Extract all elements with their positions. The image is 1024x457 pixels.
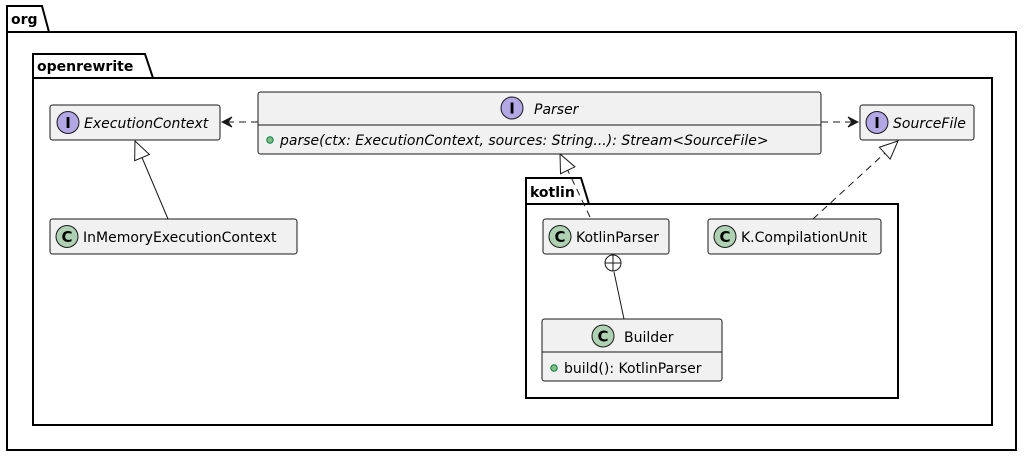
class-name: Builder bbox=[624, 330, 674, 346]
package-kotlin: kotlin bbox=[525, 177, 899, 399]
class-letter: C bbox=[719, 228, 730, 246]
class-member: build(): KotlinParser bbox=[564, 361, 702, 377]
class-name: K.CompilationUnit bbox=[741, 230, 868, 246]
interface-letter: I bbox=[65, 114, 71, 132]
package-openrewrite: openrewrite bbox=[32, 53, 993, 426]
class-name: Parser bbox=[534, 102, 580, 118]
class-member: parse(ctx: ExecutionContext, sources: St… bbox=[279, 133, 769, 149]
interface-icon bbox=[865, 111, 889, 134]
class-inmemoryexecutioncontext[interactable]: C InMemoryExecutionContext bbox=[49, 218, 298, 255]
edge-compilationunit-realizes-sourcefile bbox=[812, 141, 898, 220]
interface-letter: I bbox=[874, 114, 880, 132]
interface-letter: I bbox=[509, 100, 515, 118]
class-icon bbox=[55, 225, 79, 248]
class-icon bbox=[591, 324, 615, 348]
package-org: org bbox=[6, 5, 1017, 451]
class-sourcefile[interactable]: I SourceFile bbox=[859, 104, 975, 141]
public-method-icon bbox=[550, 364, 558, 372]
class-letter: C bbox=[61, 228, 72, 246]
interface-icon bbox=[56, 111, 80, 134]
interface-icon bbox=[500, 96, 524, 120]
edge-builder-nested-in-kotlinparser bbox=[604, 254, 625, 320]
class-name: ExecutionContext bbox=[84, 116, 209, 132]
class-name: InMemoryExecutionContext bbox=[83, 230, 277, 246]
class-name: KotlinParser bbox=[576, 230, 659, 246]
class-builder[interactable]: C Builder build(): KotlinParser bbox=[541, 318, 723, 382]
package-kotlin-label: kotlin bbox=[530, 185, 575, 201]
class-executioncontext[interactable]: I ExecutionContext bbox=[49, 104, 221, 141]
package-openrewrite-label: openrewrite bbox=[37, 59, 133, 75]
edge-inmemory-realizes-executioncontext bbox=[135, 141, 169, 220]
class-kotlinparser[interactable]: C KotlinParser bbox=[542, 218, 670, 255]
class-parser[interactable]: I Parser parse(ctx: ExecutionContext, so… bbox=[257, 91, 822, 155]
class-letter: C bbox=[554, 228, 565, 246]
class-icon bbox=[548, 225, 572, 248]
package-org-label: org bbox=[11, 12, 38, 28]
public-method-icon bbox=[266, 136, 274, 144]
class-letter: C bbox=[597, 328, 608, 346]
class-icon bbox=[713, 225, 737, 248]
class-compilationunit[interactable]: C K.CompilationUnit bbox=[707, 218, 882, 255]
class-name: SourceFile bbox=[893, 116, 966, 132]
